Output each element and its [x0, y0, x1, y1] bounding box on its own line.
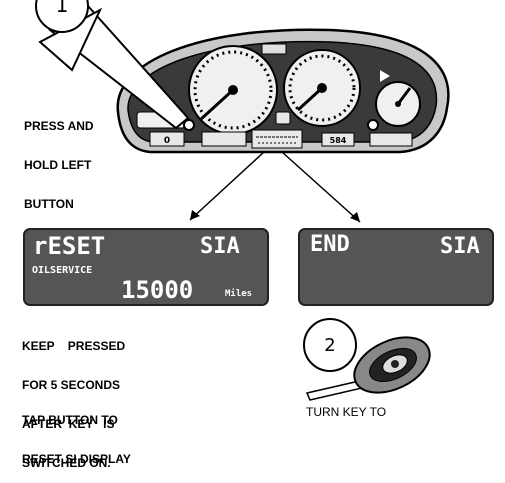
tachometer-gauge [283, 49, 361, 127]
reset-sia-display: rESET SIA OILSERVICE 15000 Miles [23, 228, 269, 306]
step-1-number: 1 [56, 0, 69, 17]
end-mode-text: END [310, 232, 350, 257]
speedometer-gauge [188, 45, 278, 135]
tap-button-instruction: TAP BUTTON TO RESET SI DISPLAY [22, 388, 131, 479]
service-unit-text: Miles [225, 289, 253, 299]
tap-button-line-1: TAP BUTTON TO [22, 413, 118, 427]
instrument-cluster: 0 584 [116, 28, 450, 154]
press-hold-line-3: BUTTON [24, 197, 74, 211]
keep-pressed-line-1: KEEP PRESSED [22, 339, 126, 353]
cluster-segment-odometer: 584 [330, 136, 347, 145]
fuel-gauge [375, 81, 421, 127]
reset-mode-text: rESET [33, 232, 106, 260]
right-button[interactable] [367, 119, 379, 131]
turn-signal-icon [380, 70, 390, 82]
cluster-segment-row: 0 584 [149, 111, 413, 149]
press-hold-line-1: PRESS AND [24, 119, 94, 133]
cluster-segment-1: 0 [164, 136, 170, 146]
reset-sia-tag: SIA [200, 234, 240, 259]
end-sia-tag: SIA [440, 234, 480, 259]
press-hold-instruction: PRESS AND HOLD LEFT BUTTON [24, 94, 94, 224]
step-1-badge: 1 [35, 0, 89, 33]
turn-key-instruction: TURN KEY TO [306, 405, 387, 419]
connector-arrows [189, 151, 361, 223]
step-2-badge: 2 [303, 318, 357, 372]
end-sia-display: END SIA [298, 228, 494, 306]
keep-pressed-line-2: FOR 5 SECONDS [22, 378, 121, 392]
sia-display [251, 129, 303, 149]
left-reset-button[interactable] [183, 119, 195, 131]
service-type-text: OILSERVICE [32, 265, 93, 276]
car-key-icon [305, 336, 431, 401]
press-hold-line-2: HOLD LEFT [24, 158, 92, 172]
instrument-cluster-diagram: 0 584 1 2 [35, 0, 450, 401]
top-indicator [261, 43, 287, 55]
step-2-number: 2 [324, 335, 335, 356]
service-value-text: 15000 [121, 276, 194, 304]
tap-button-line-2: RESET SI DISPLAY [22, 452, 131, 466]
